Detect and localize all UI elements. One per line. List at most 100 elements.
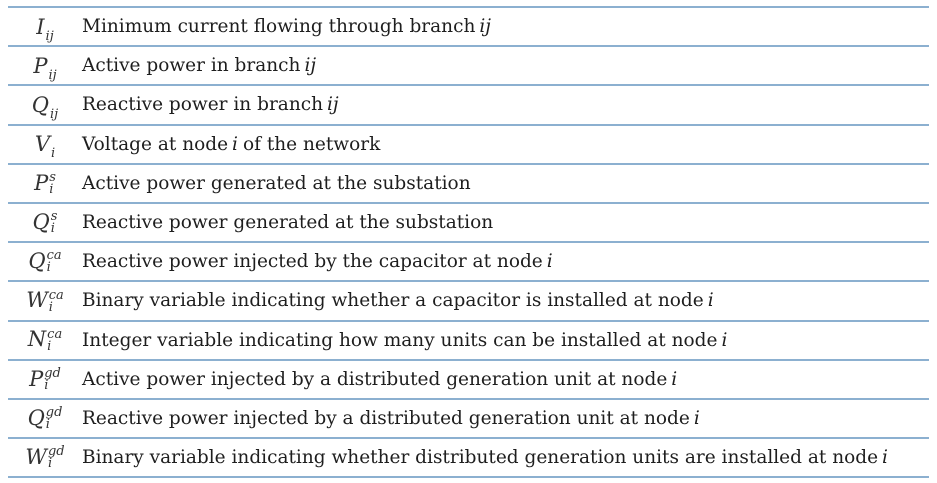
description-suffix: of the network <box>242 133 381 155</box>
symbol-base: V <box>34 132 50 157</box>
description-math: ij <box>479 16 492 38</box>
description-text: Active power generated at the substation <box>82 172 471 194</box>
symbol-superscript: gd <box>45 405 63 421</box>
description-cell: Integer variable indicating how many uni… <box>82 319 929 360</box>
symbol-base: N <box>27 327 47 352</box>
symbol-subscript: ij <box>48 67 57 83</box>
description-text: Active power in branch <box>82 55 301 77</box>
description-cell: Active power injected by a distributed g… <box>82 358 929 399</box>
symbol-superscript: ca <box>46 248 62 264</box>
description-math: i <box>546 251 553 273</box>
description-text: Integer variable indicating how many uni… <box>82 329 718 351</box>
description-math: i <box>721 329 728 351</box>
symbol-cell: Iij <box>8 5 82 47</box>
symbol-cell: Pij <box>8 45 82 86</box>
symbol-base: Q <box>32 209 50 234</box>
symbol-superscript: ca <box>47 326 63 342</box>
description-cell: Binary variable indicating whether a cap… <box>82 280 929 321</box>
description-math: i <box>671 368 678 390</box>
symbol-cell: Vi <box>8 123 82 164</box>
symbol-subscript: i <box>50 221 55 237</box>
symbol-subscript: i <box>51 146 56 162</box>
description-math: ij <box>327 94 339 116</box>
description-math: i <box>693 407 700 429</box>
symbol-cell: Qij <box>8 84 82 125</box>
symbol-base: P <box>33 53 48 78</box>
symbol-subscript: i <box>45 417 50 433</box>
description-cell: Reactive power injected by the capacitor… <box>82 241 929 282</box>
symbol-subscript: i <box>49 182 54 198</box>
description-math: i <box>232 133 238 155</box>
symbol-base: P <box>34 170 49 195</box>
description-math: ij <box>304 55 317 77</box>
description-text: Binary variable indicating whether distr… <box>82 447 879 469</box>
symbol-subscript: i <box>46 260 51 276</box>
symbol-subscript: i <box>47 456 53 472</box>
symbol-subscript: ij <box>50 106 59 122</box>
description-text: Voltage at node <box>82 133 229 155</box>
symbol-superscript: s <box>49 170 56 186</box>
symbol-subscript: i <box>48 299 53 315</box>
description-text: Reactive power injected by the capacitor… <box>82 251 543 273</box>
symbol-base: W <box>25 444 47 469</box>
description-cell: Reactive power injected by a distributed… <box>82 397 929 439</box>
symbol-base: Q <box>31 92 49 117</box>
symbol-superscript: s <box>50 209 58 225</box>
description-text: Active power injected by a distributed g… <box>82 368 668 390</box>
symbol-subscript: i <box>44 378 49 394</box>
description-text: Reactive power generated at the substati… <box>82 212 494 234</box>
description-cell: Binary variable indicating whether distr… <box>82 437 929 479</box>
description-cell: Active power generated at the substation <box>82 162 929 203</box>
symbol-base: Q <box>27 405 45 430</box>
description-text: Reactive power in branch <box>82 94 324 116</box>
symbol-superscript: gd <box>47 444 65 460</box>
symbol-subscript: ij <box>45 28 54 44</box>
symbol-base: P <box>29 366 44 391</box>
symbol-superscript: gd <box>44 366 61 382</box>
description-text: Reactive power injected by a distributed… <box>82 407 690 429</box>
description-text: Binary variable indicating whether a cap… <box>82 290 704 312</box>
description-cell: Reactive power generated at the substati… <box>82 201 929 243</box>
symbol-base: W <box>26 288 48 313</box>
symbol-base: I <box>36 14 45 39</box>
symbol-subscript: i <box>47 338 52 354</box>
description-math: i <box>707 290 714 312</box>
symbol-base: Q <box>28 248 46 273</box>
symbol-superscript: ca <box>48 287 64 303</box>
description-math: i <box>882 447 888 469</box>
